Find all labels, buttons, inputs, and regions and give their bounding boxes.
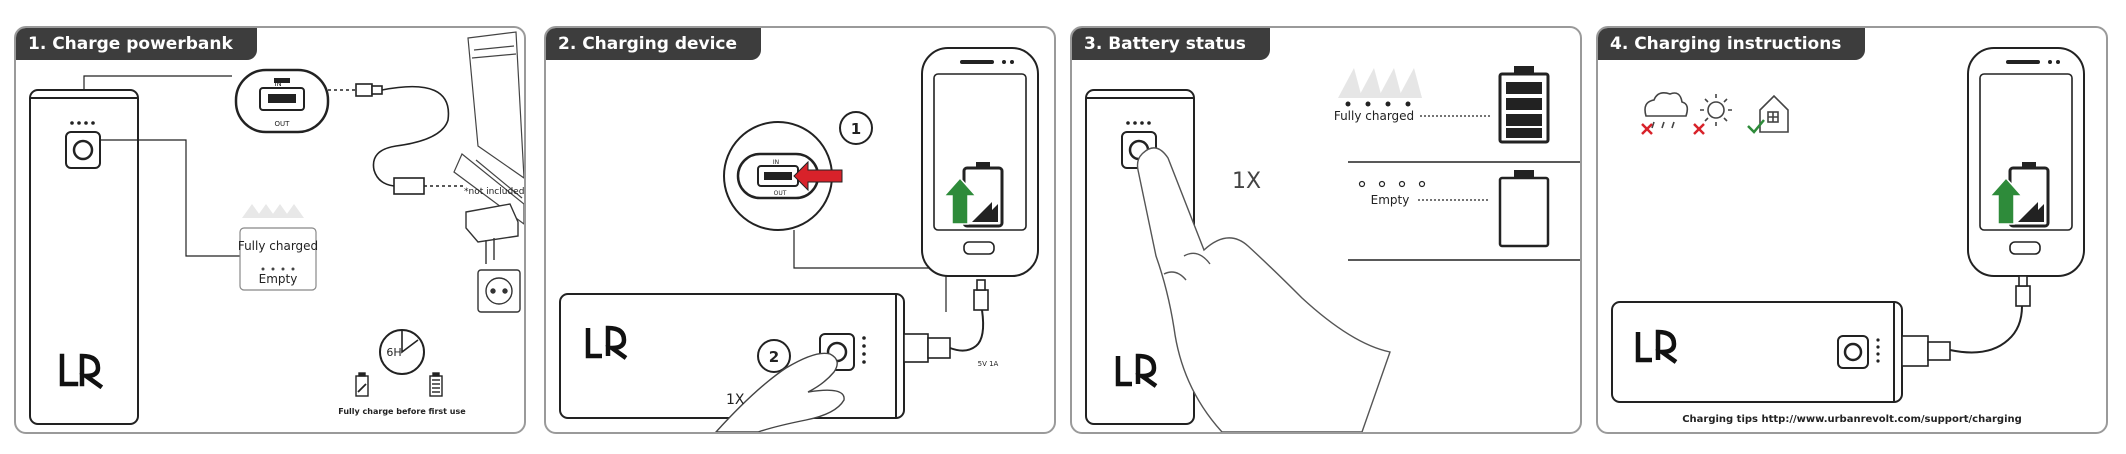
step-1-label: 1 [851,120,861,138]
panel2-illustration: IN OUT 1 2 1X [546,28,1054,432]
port-out-label: OUT [275,120,291,128]
panel-battery-status: 1X Fully charged Empty 3. Battery s [1070,26,1582,434]
battery-icon [356,373,442,396]
panel-title: 1. Charge powerbank [16,28,257,60]
power-button [66,132,100,168]
port-in-label: IN [773,159,779,166]
footnote-label: Fully charge before first use [338,407,466,416]
port-in-label: IN [274,80,281,88]
panel-title: 4. Charging instructions [1598,28,1865,60]
panel-title: 2. Charging device [546,28,761,60]
fully-charged-label: Fully charged [1334,109,1414,123]
panel-charge-powerbank: IN OUT *not included [14,26,526,434]
battery-empty-icon [1500,170,1548,246]
empty-label: Empty [1371,193,1410,207]
not-included-label: *not included [464,187,524,197]
panel3-illustration: 1X Fully charged Empty [1072,28,1580,432]
cable-spec-label: 5V 1A [978,360,999,368]
panel-charging-device: IN OUT 1 2 1X [544,26,1056,434]
panel1-illustration: IN OUT *not included [16,28,524,432]
power-socket-icon [478,270,520,312]
light-rays [1338,68,1422,98]
panel-title: 3. Battery status [1072,28,1270,60]
cross-icon [1694,124,1704,134]
timer-label: 6H [386,346,401,359]
cross-icon [1642,124,1652,134]
step-2-label: 2 [769,348,779,366]
led-dots-empty [1360,182,1425,187]
panel4-illustration: Charging tips http://www.urbanrevolt.com… [1598,28,2106,432]
empty-label: Empty [259,272,298,286]
sun-icon [1700,94,1732,126]
wall-adapter-icon [466,204,518,264]
fully-charged-label: Fully charged [238,239,318,253]
panel-charging-instructions: Charging tips http://www.urbanrevolt.com… [1596,26,2108,434]
led-dots-full [1346,102,1411,107]
battery-icon [1500,66,1548,142]
cable-icon [328,84,464,194]
rain-cloud-icon [1645,93,1687,128]
press-count-label: 1X [1232,169,1261,194]
press-count-label: 1X [726,392,745,408]
cable-icon [1902,276,2030,366]
house-icon [1760,96,1788,132]
tips-label: Charging tips http://www.urbanrevolt.com… [1682,414,2022,425]
check-icon [1748,120,1764,132]
port-out-label: OUT [774,190,787,197]
